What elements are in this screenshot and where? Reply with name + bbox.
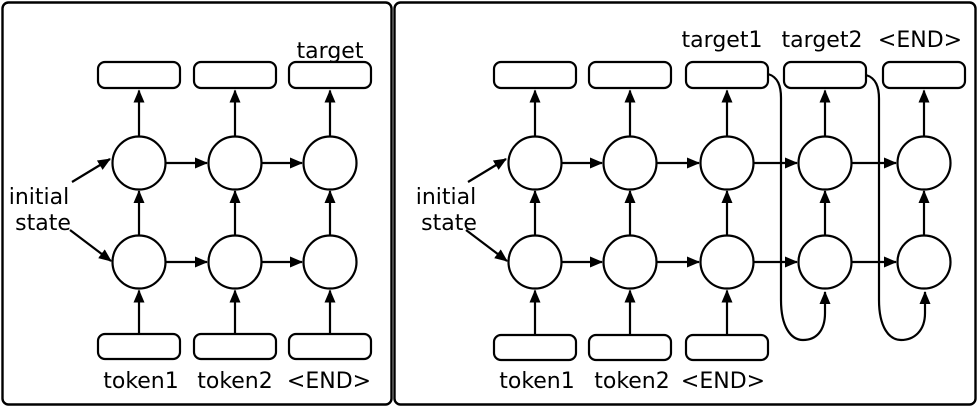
state-circle (111, 234, 167, 290)
token-label: token2 (197, 369, 273, 394)
target-label: target (297, 39, 364, 64)
state-circle (507, 234, 563, 290)
input-box (192, 332, 278, 361)
feedback-arrow (865, 73, 931, 342)
input-box (684, 333, 770, 362)
state-circle (302, 135, 358, 191)
input-box (287, 332, 373, 361)
output-box (782, 60, 868, 90)
token-label: token2 (594, 369, 670, 394)
state-circle (797, 234, 853, 290)
right-panel-border (393, 1, 977, 406)
initial-state-label: state (421, 211, 477, 236)
token-label: <END> (681, 369, 765, 394)
output-box (881, 60, 967, 90)
output-box (492, 60, 578, 90)
input-box (587, 333, 673, 362)
state-circle (896, 234, 952, 290)
output-box (587, 60, 673, 90)
output-box (684, 60, 770, 90)
state-circle (896, 135, 952, 191)
initial-state-arrow (69, 229, 112, 262)
right-panel: target1 target2 <END> token1 token2 <END… (393, 1, 977, 406)
left-panel: target token1 token2 <END> initial state (1, 1, 393, 406)
target-label: target1 (682, 28, 763, 53)
output-box (287, 60, 373, 90)
state-circle (699, 234, 755, 290)
input-box (96, 332, 182, 361)
state-circle (602, 135, 658, 191)
initial-state-arrow (467, 158, 507, 183)
initial-state-arrow (465, 229, 508, 262)
output-box (96, 60, 182, 90)
token-label: token1 (499, 369, 575, 394)
output-box (192, 60, 278, 90)
state-circle (207, 135, 263, 191)
token-label: <END> (287, 369, 371, 394)
state-circle (699, 135, 755, 191)
state-circle (602, 234, 658, 290)
state-circle (302, 234, 358, 290)
target-label: <END> (878, 28, 962, 53)
state-circle (207, 234, 263, 290)
state-circle (797, 135, 853, 191)
initial-state-label: initial (416, 185, 477, 210)
left-panel-border (1, 1, 393, 406)
initial-state-label: initial (9, 185, 70, 210)
initial-state-arrow (71, 158, 111, 183)
initial-state-label: state (15, 211, 71, 236)
state-circle (507, 135, 563, 191)
feedback-arrow (767, 72, 831, 342)
state-circle (111, 135, 167, 191)
token-label: token1 (103, 369, 179, 394)
target-label: target2 (782, 28, 863, 53)
input-box (492, 333, 578, 362)
